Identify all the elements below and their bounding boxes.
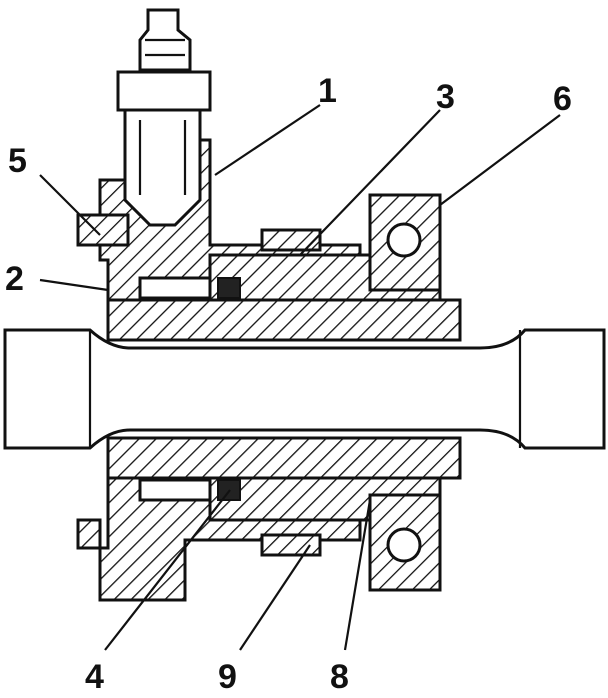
leader-lines: [39, 104, 561, 651]
callout-6: 6: [553, 80, 572, 118]
callout-2: 2: [5, 260, 24, 298]
ball-bearing-lower: [368, 493, 442, 592]
callout-9: 9: [218, 658, 237, 696]
ball-bearing-upper: [368, 193, 442, 292]
upper-sleeve: [106, 298, 462, 342]
callout-3: 3: [436, 78, 455, 116]
callout-4: 4: [85, 658, 104, 696]
lower-sleeve: [106, 436, 462, 480]
callout-1: 1: [318, 72, 337, 110]
grease-nipple: [116, 8, 212, 227]
shaft: [3, 328, 606, 450]
callout-8: 8: [330, 658, 349, 696]
callout-5: 5: [8, 142, 27, 180]
callout-labels: 1 2 3 4 5 6 8 9: [5, 72, 572, 696]
